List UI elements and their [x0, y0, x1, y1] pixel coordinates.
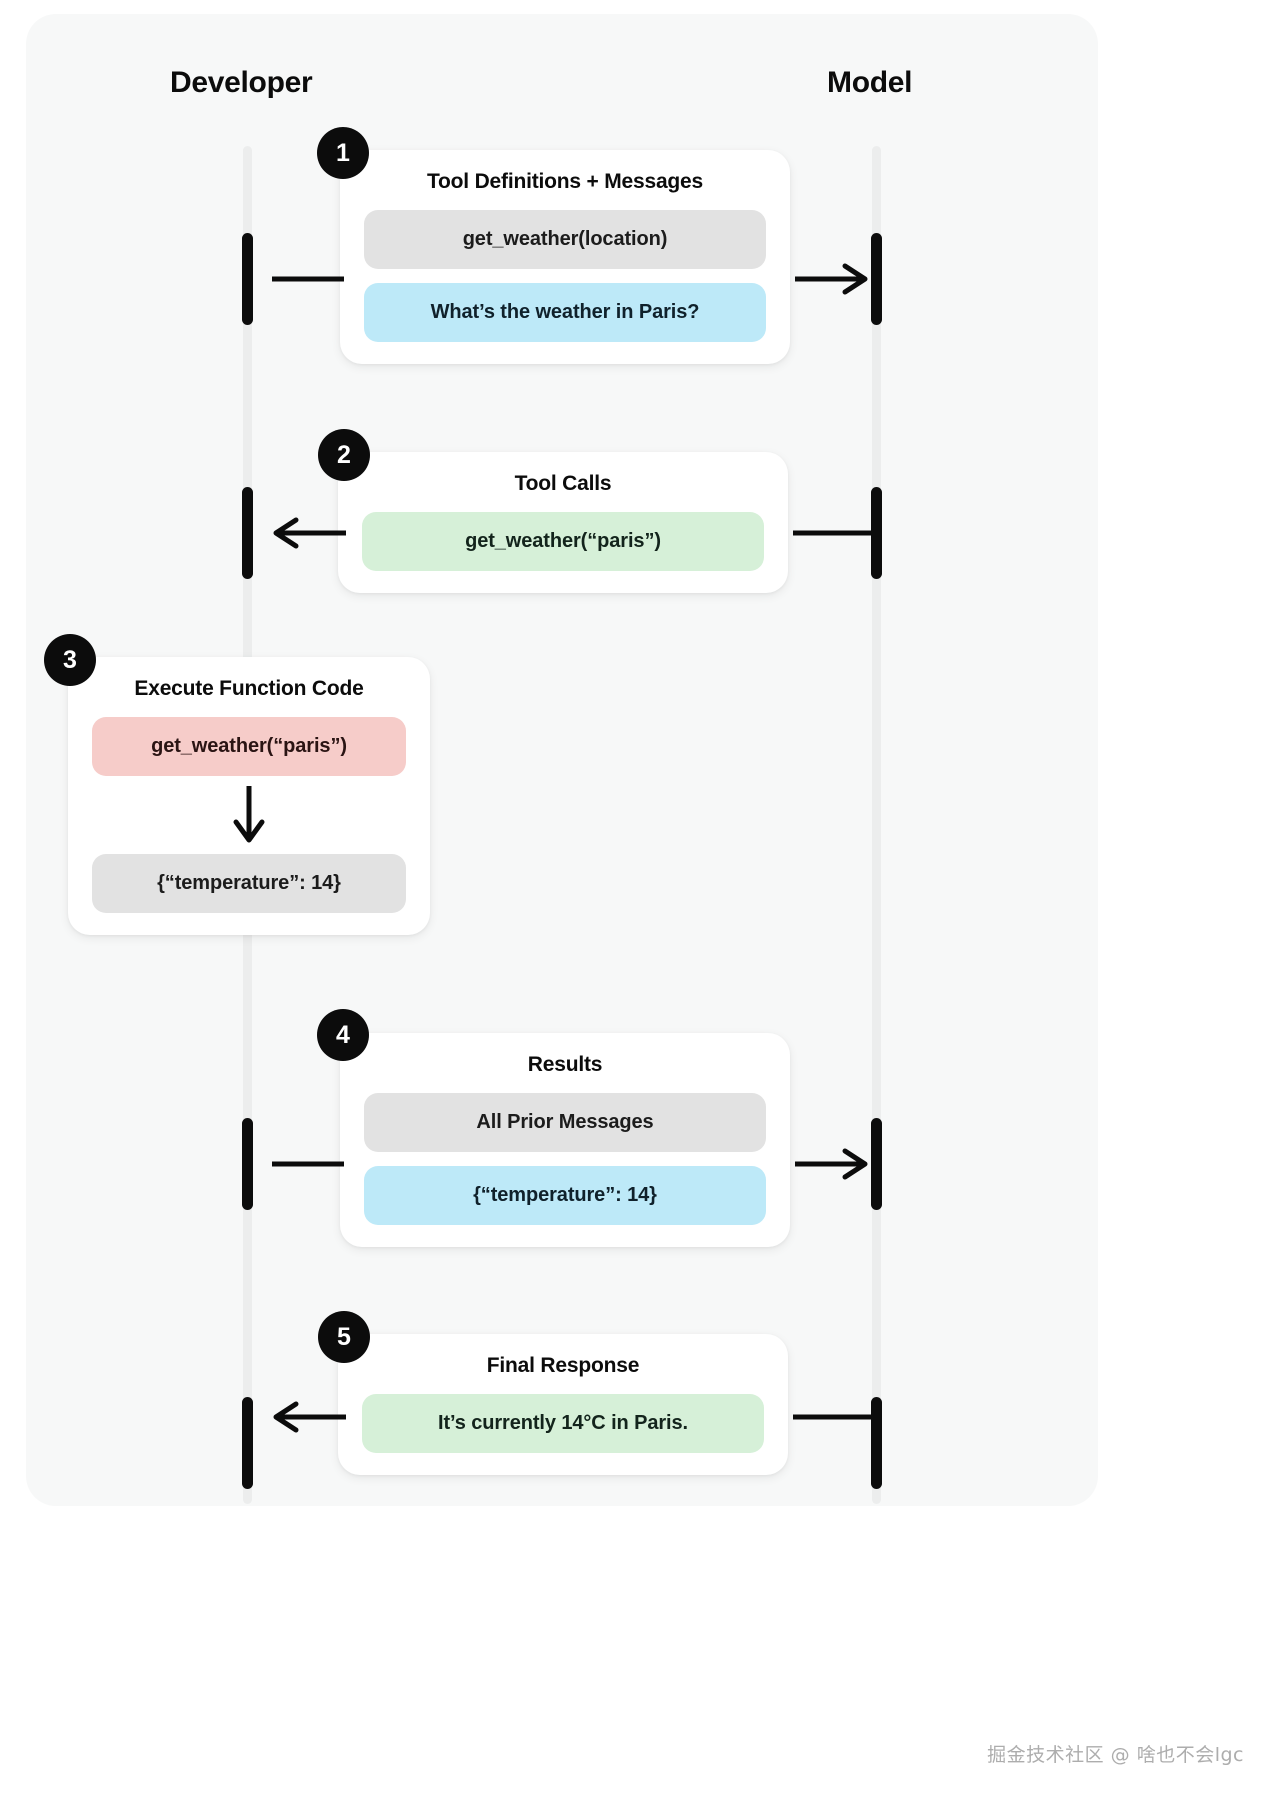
activation-bar-developer-3	[242, 1118, 253, 1210]
step-card-4-pill-tool-result: {“temperature”: 14}	[364, 1166, 766, 1225]
step-card-5-title: Final Response	[486, 1354, 640, 1377]
connector-step1-right-arrow	[795, 263, 873, 295]
step-card-1-pill-tool-definition: get_weather(location)	[364, 210, 766, 269]
watermark-text: 掘金技术社区 @ 啥也不会lgc	[987, 1744, 1244, 1766]
step-card-3-pill-function-result: {“temperature”: 14}	[92, 854, 406, 913]
connector-step5-left-arrow	[268, 1401, 346, 1433]
step-badge-3: 3	[44, 634, 96, 686]
activation-bar-model-4	[871, 1397, 882, 1489]
step-card-1[interactable]: Tool Definitions + Messages get_weather(…	[340, 150, 790, 364]
activation-bar-developer-2	[242, 487, 253, 579]
activation-bar-developer-4	[242, 1397, 253, 1489]
down-arrow-icon	[92, 786, 406, 846]
activation-bar-model-1	[871, 233, 882, 325]
connector-step5-right	[793, 1404, 873, 1430]
step-card-5[interactable]: Final Response It’s currently 14°C in Pa…	[338, 1334, 788, 1475]
step-badge-1: 1	[317, 127, 369, 179]
step-card-2-pill-tool-call: get_weather(“paris”)	[362, 512, 764, 571]
step-badge-4: 4	[317, 1009, 369, 1061]
step-card-1-pill-user-message: What’s the weather in Paris?	[364, 283, 766, 342]
step-card-1-title: Tool Definitions + Messages	[426, 170, 704, 193]
connector-step2-left-arrow	[268, 517, 346, 549]
activation-bar-model-2	[871, 487, 882, 579]
step-card-2[interactable]: Tool Calls get_weather(“paris”)	[338, 452, 788, 593]
connector-step2-right	[793, 520, 873, 546]
step-card-3-title: Execute Function Code	[134, 677, 364, 700]
step-badge-5: 5	[318, 1311, 370, 1363]
step-card-4[interactable]: Results All Prior Messages {“temperature…	[340, 1033, 790, 1247]
step-card-3-pill-function-invocation: get_weather(“paris”)	[92, 717, 406, 776]
connector-step1-left	[272, 266, 344, 292]
connector-step4-left	[272, 1151, 344, 1177]
activation-bar-developer-1	[242, 233, 253, 325]
column-header-model: Model	[827, 66, 913, 99]
step-card-3[interactable]: Execute Function Code get_weather(“paris…	[68, 657, 430, 935]
step-card-5-pill-final-answer: It’s currently 14°C in Paris.	[362, 1394, 764, 1453]
step-card-2-title: Tool Calls	[514, 472, 612, 495]
lifeline-model	[872, 146, 881, 1504]
step-badge-2: 2	[318, 429, 370, 481]
connector-step4-right-arrow	[795, 1148, 873, 1180]
step-card-4-title: Results	[527, 1053, 603, 1076]
column-header-developer: Developer	[170, 66, 313, 99]
activation-bar-model-3	[871, 1118, 882, 1210]
step-card-4-pill-all-prior-messages: All Prior Messages	[364, 1093, 766, 1152]
